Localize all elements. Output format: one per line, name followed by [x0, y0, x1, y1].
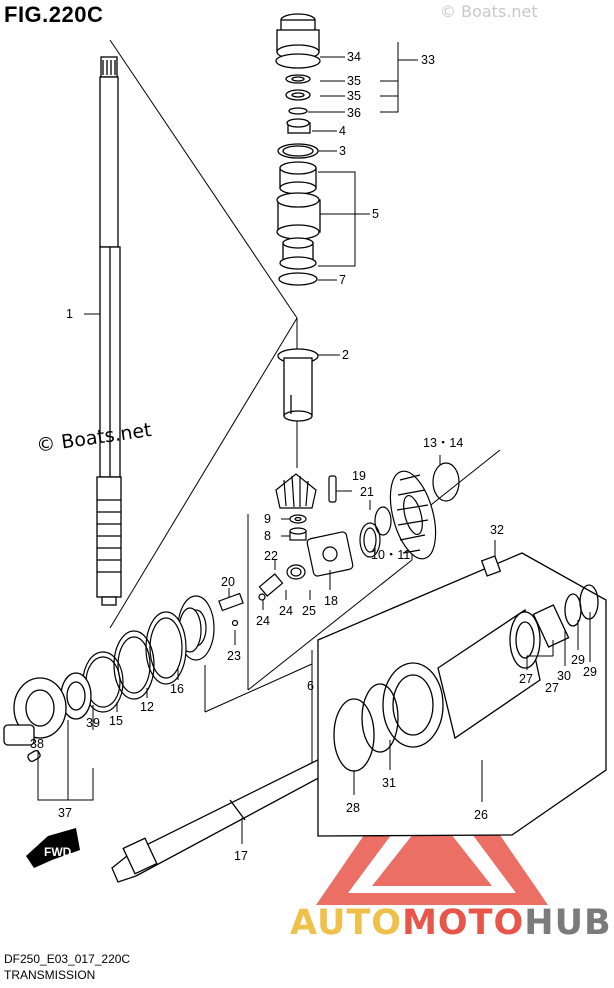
callout-5: 5	[372, 207, 379, 221]
callout-25: 25	[302, 604, 316, 618]
forward-bevel-gear	[389, 462, 460, 560]
callout-3: 3	[339, 144, 346, 158]
pinion-gear-assembly	[218, 473, 392, 627]
callout-10-11: 10・11	[371, 548, 410, 562]
callout-16: 16	[170, 682, 184, 696]
callout-23: 23	[227, 649, 241, 663]
callout-24a: 24	[279, 604, 293, 618]
callout-38: 38	[30, 737, 44, 751]
callout-2: 2	[342, 348, 349, 362]
callout-39: 39	[86, 716, 100, 730]
callout-37: 37	[58, 806, 72, 820]
callout-17: 17	[234, 849, 248, 863]
callout-31: 31	[382, 776, 396, 790]
part-callouts: 1 34 33 35 35 36 4 3 5 7 2 13・14 19 21 9…	[30, 50, 597, 863]
forward-direction-arrow: FWD	[26, 828, 80, 868]
callout-29b: 29	[583, 665, 597, 679]
pinion-sleeve	[277, 348, 319, 422]
automotohub-brand-text: AUTOMOTOHUB	[290, 903, 612, 943]
figure-title: FIG.220C	[4, 2, 104, 27]
diagram-caption: TRANSMISSION	[4, 968, 96, 982]
callout-27a: 27	[519, 672, 533, 686]
callout-13-14: 13・14	[423, 436, 463, 450]
reverse-gear-and-shims	[82, 595, 215, 713]
brand-part-hub: HUB	[524, 903, 612, 943]
callout-26: 26	[474, 808, 488, 822]
diagram-code: DF250_E03_017_220C	[4, 952, 131, 966]
callout-22: 22	[264, 549, 278, 563]
callout-1: 1	[66, 307, 73, 321]
upper-bearing-stack	[275, 13, 321, 286]
callout-15: 15	[109, 714, 123, 728]
callout-9: 9	[264, 512, 271, 526]
svg-text:FWD: FWD	[44, 845, 72, 859]
callout-21: 21	[360, 485, 374, 499]
callout-27b: 27	[545, 681, 559, 695]
brand-part-auto: AUTO	[290, 903, 403, 943]
callout-6: 6	[307, 679, 314, 693]
callout-36: 36	[347, 106, 361, 120]
callout-34: 34	[347, 50, 361, 64]
callout-8: 8	[264, 529, 271, 543]
propeller-shaft-carrier	[317, 552, 607, 837]
callout-7: 7	[339, 273, 346, 287]
callout-18: 18	[324, 594, 338, 608]
boats-net-watermark-faint: © Boats.net	[440, 2, 538, 21]
callout-19: 19	[352, 469, 366, 483]
callout-35a: 35	[347, 74, 361, 88]
callout-29a: 29	[571, 653, 585, 667]
callout-35b: 35	[347, 89, 361, 103]
leader-lines	[37, 42, 591, 844]
callout-30: 30	[557, 669, 571, 683]
brand-part-moto: MOTO	[402, 903, 525, 943]
lower-bearing-housing	[3, 672, 92, 763]
drive-shaft	[96, 56, 122, 606]
callout-33: 33	[421, 53, 435, 67]
callout-20: 20	[221, 575, 235, 589]
callout-4: 4	[339, 124, 346, 138]
callout-28: 28	[346, 801, 360, 815]
callout-24b: 24	[256, 614, 270, 628]
callout-12: 12	[140, 700, 154, 714]
callout-32: 32	[490, 523, 504, 537]
